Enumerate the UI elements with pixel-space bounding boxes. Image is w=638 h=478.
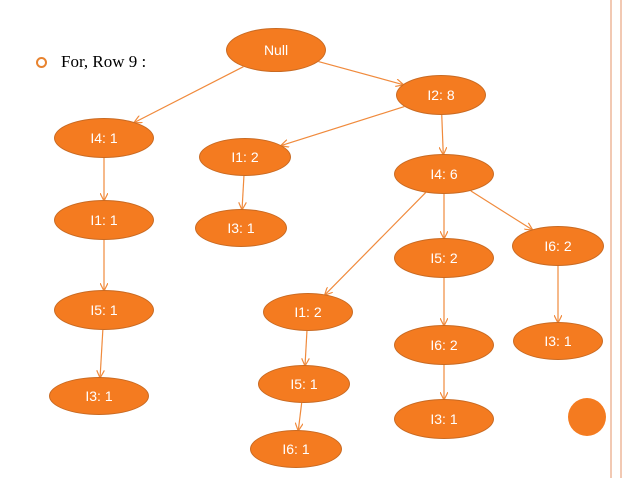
node-i6-1: I6: 1 (250, 430, 342, 468)
node-i2-8: I2: 8 (396, 75, 486, 115)
edge-i5-1-b-to-i6-1 (298, 402, 301, 430)
edge-i5-1-a-to-i3-1-c (100, 329, 103, 377)
node-i1-1: I1: 1 (54, 200, 154, 240)
node-i5-1-b: I5: 1 (258, 365, 350, 403)
edge-null-to-i4-1 (135, 66, 244, 123)
node-i3-1-b: I3: 1 (513, 322, 603, 360)
node-i5-2: I5: 2 (394, 238, 494, 278)
decorative-orange-circle (568, 398, 606, 436)
node-i6-2-a: I6: 2 (512, 226, 604, 266)
edge-i2-8-to-i4-6 (442, 114, 443, 154)
node-i6-2-b: I6: 2 (394, 325, 494, 365)
node-i1-2-b: I1: 2 (263, 293, 353, 331)
bullet-ring-icon (36, 56, 47, 68)
edge-i4-6-to-i6-2-a (470, 190, 532, 230)
bullet-row: For, Row 9 : (36, 52, 146, 72)
slide-accent-rule-inner (620, 0, 622, 478)
node-i3-1-c: I3: 1 (49, 377, 149, 415)
edge-i1-2-b-to-i5-1-b (305, 330, 307, 365)
node-i3-1-a: I3: 1 (195, 209, 287, 247)
node-null: Null (226, 28, 326, 72)
node-i4-6: I4: 6 (394, 154, 494, 194)
node-i5-1-a: I5: 1 (54, 290, 154, 330)
node-i4-1: I4: 1 (54, 118, 154, 158)
slide-accent-rule-outer (610, 0, 612, 478)
edge-i4-6-to-i1-2-b (325, 192, 427, 295)
node-i3-1-d: I3: 1 (394, 399, 494, 439)
edge-null-to-i2-8 (318, 61, 402, 85)
bullet-text: For, Row 9 : (61, 52, 147, 71)
node-i1-2-a: I1: 2 (199, 138, 291, 176)
edge-i1-2-a-to-i3-1-a (242, 175, 244, 209)
edge-i2-8-to-i1-2-a (282, 106, 405, 146)
